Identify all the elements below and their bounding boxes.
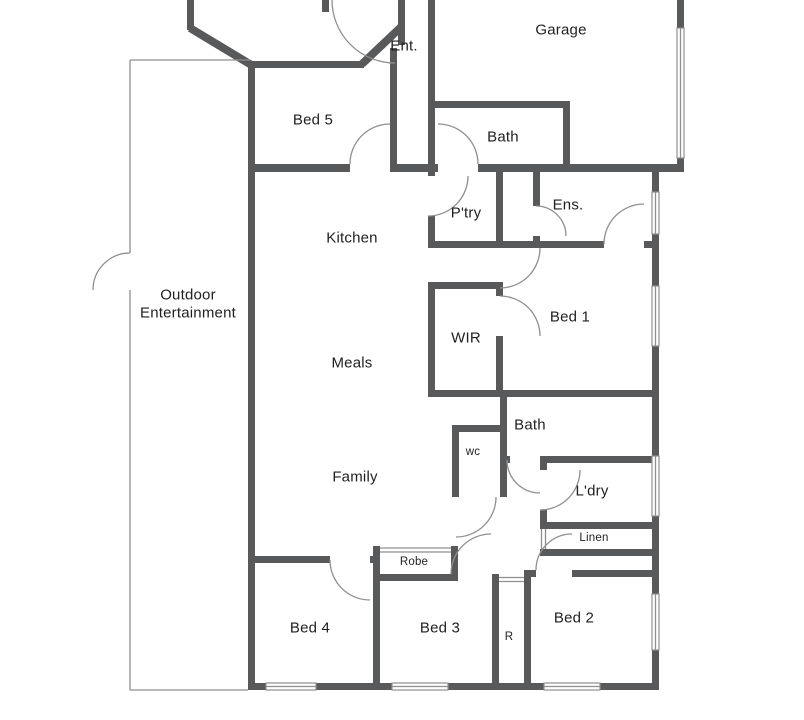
bath-door-arc (437, 123, 479, 165)
room-label-family: Family (332, 468, 378, 486)
bed1-door-arc (499, 247, 541, 289)
windows-group (265, 27, 685, 691)
bath-main-door-arc (506, 459, 541, 494)
room-label-garage: Garage (535, 21, 587, 39)
room-label-linen: Linen (579, 532, 609, 544)
room-label-bed5: Bed 5 (292, 111, 334, 129)
bed4-door-arc (329, 559, 371, 601)
bed5-door-arc (349, 123, 391, 165)
room-label-bed2: Bed 2 (553, 609, 595, 627)
room-label-entry: Ent. (390, 37, 418, 55)
room-label-bed4: Bed 4 (289, 619, 331, 637)
wir-door-arc (499, 295, 541, 337)
room-label-kitchen: Kitchen (326, 229, 378, 247)
room-label-bed1: Bed 1 (549, 308, 591, 326)
room-label-r-closet: R (504, 631, 514, 643)
room-label-outdoor: Outdoor Entertainment (140, 286, 236, 321)
ensuite-door-arc (603, 203, 645, 245)
room-label-pantry: P'try (450, 204, 482, 222)
room-label-meals: Meals (331, 354, 373, 372)
ensuite-inner-door-arc (535, 205, 567, 237)
room-label-robe: Robe (399, 556, 429, 568)
room-label-wir: WIR (451, 329, 481, 347)
room-label-wc: wc (465, 446, 481, 458)
room-label-bath-upper: Bath (487, 128, 519, 146)
room-label-bath-main: Bath (514, 416, 546, 434)
bed2-door-arc (535, 533, 573, 571)
walls-group (187, 0, 684, 690)
entry-door-arc (331, 0, 396, 64)
doors-group (92, 0, 645, 601)
laundry-door-arc (539, 469, 581, 511)
bed3-door-arc (450, 533, 492, 575)
thin-lines-group (129, 59, 547, 691)
pantry-door-arc (427, 175, 469, 217)
room-label-bed3: Bed 3 (419, 619, 461, 637)
room-label-ensuite: Ens. (552, 196, 584, 214)
wc-door-arc (455, 496, 497, 538)
outdoor-door-arc (92, 252, 131, 291)
room-label-laundry: L'dry (575, 482, 609, 500)
